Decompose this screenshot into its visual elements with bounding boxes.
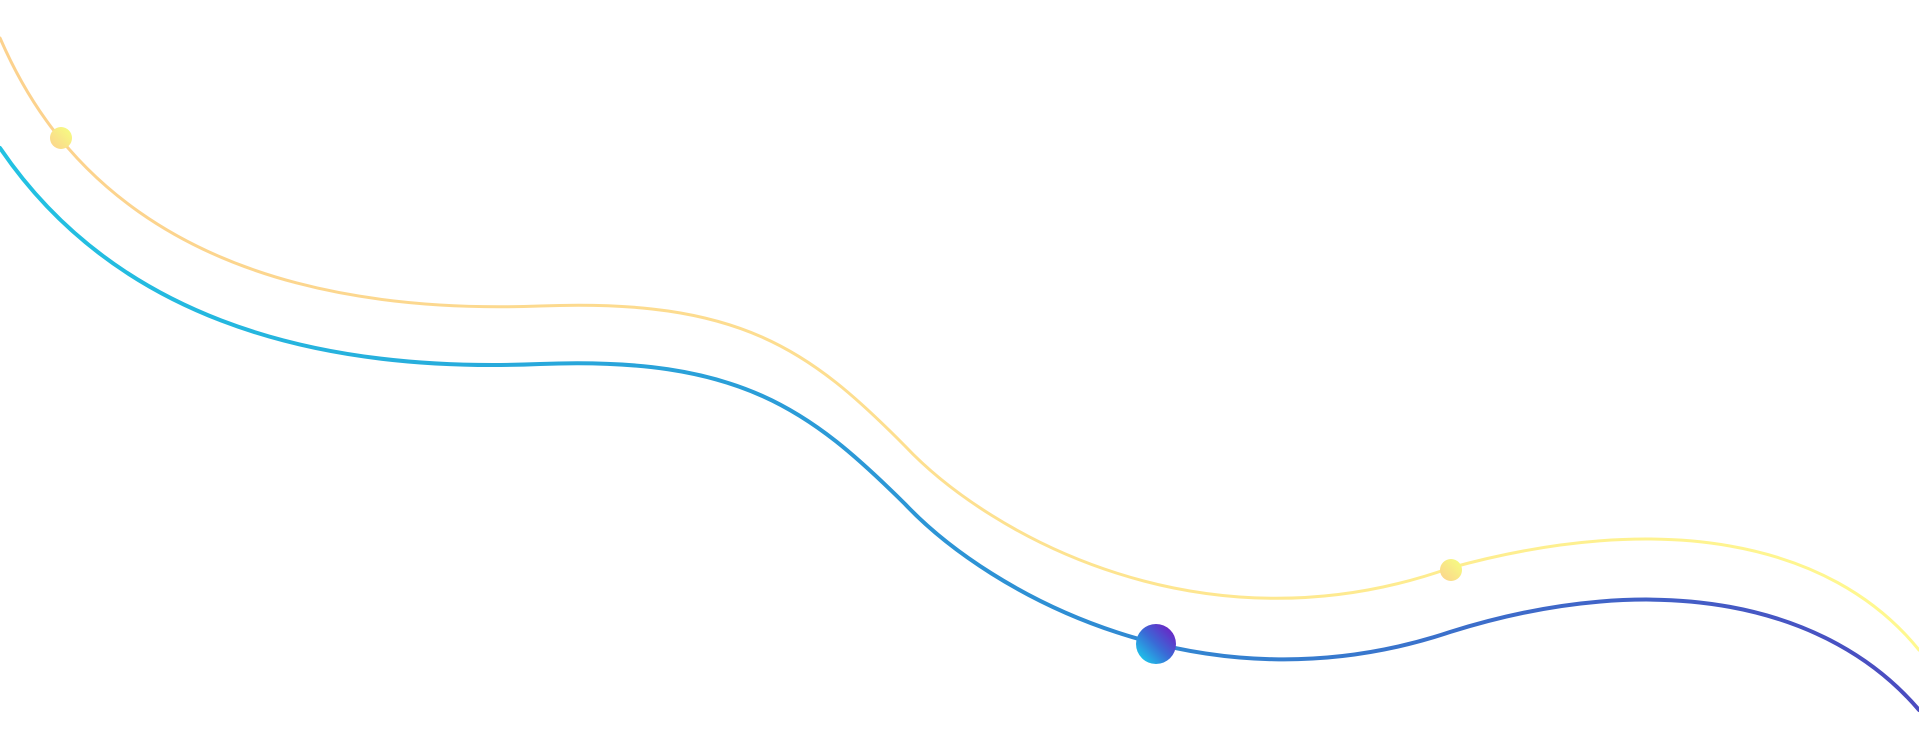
- thin-wave-line: [0, 36, 1919, 652]
- marker-dot-small: [50, 127, 72, 149]
- marker-dot-small: [1440, 559, 1462, 581]
- thick-wave-line: [0, 146, 1919, 712]
- marker-dot-large: [1136, 624, 1176, 664]
